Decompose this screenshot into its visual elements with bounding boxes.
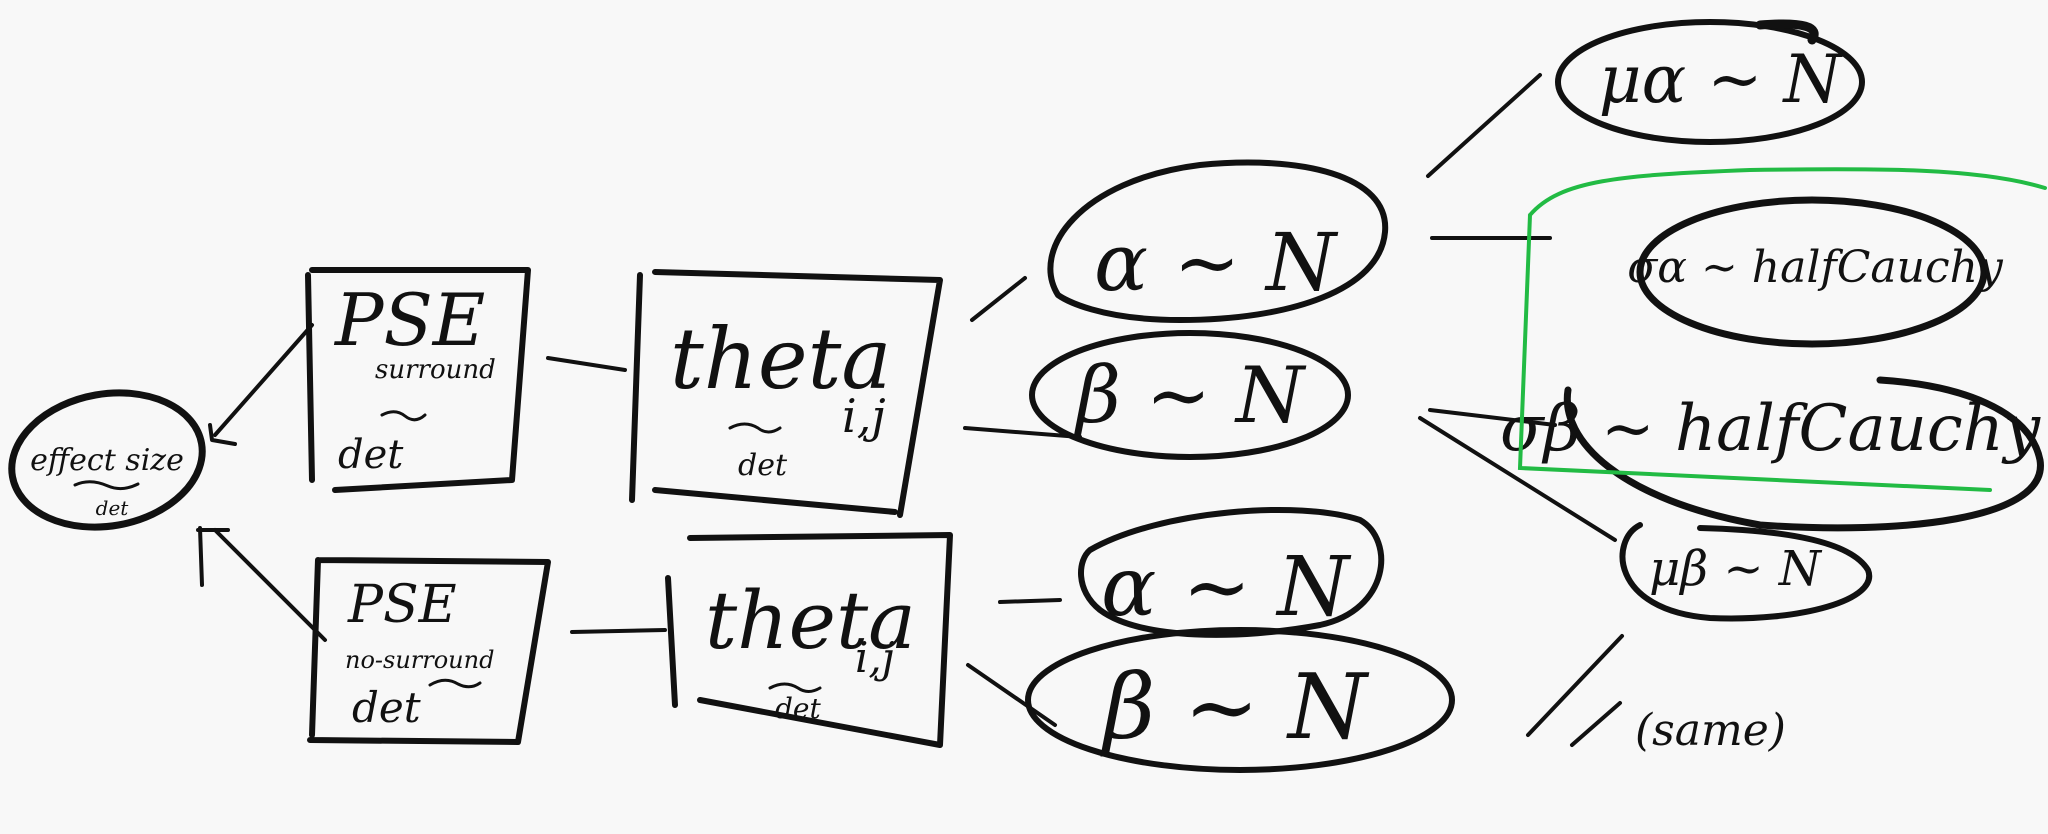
edge-theta-bottom-to-alpha [998, 598, 1062, 604]
arrowhead-top [208, 423, 237, 446]
beta-bottom-ellipse [1025, 627, 1455, 773]
beta-top-ellipse [1029, 330, 1351, 460]
theta-top-sub: det [738, 448, 788, 483]
pse-surround-node: PSE surround det [305, 267, 531, 493]
mu-beta-label: μβ ~ N [1649, 541, 1823, 597]
beta-top-node: β ~ N [1029, 330, 1351, 460]
pse-no-surround-note: no-surround [345, 646, 494, 674]
pse-no-surround-sub: det [352, 683, 421, 732]
mu-alpha-label: μα ~ N [1599, 41, 1844, 118]
alpha-bottom-ellipse [1078, 507, 1385, 638]
theta-top-index: i,j [842, 389, 886, 443]
alpha-top-label: α ~ N [1094, 216, 1339, 309]
edge-theta-top-to-alpha [970, 276, 1027, 322]
edge-pse-nosurround-to-effect [213, 528, 327, 642]
theta-bottom-box [665, 532, 953, 748]
beta-bottom-node: β ~ N [1025, 627, 1455, 773]
alpha-bottom-node: α ~ N [1078, 507, 1385, 638]
edge-pse-surround-to-theta [546, 356, 627, 372]
edge-same-lower [1570, 701, 1622, 747]
edge-theta-top-to-beta [963, 426, 1082, 439]
beta-bottom-label: β ~ N [1100, 655, 1370, 760]
mu-alpha-ellipse [1555, 19, 1865, 145]
effect-size-node: effect size det [8, 389, 206, 531]
theta-top-node: theta i,j det [629, 269, 943, 518]
edge-pse-nosurround-to-theta [570, 628, 667, 634]
pse-surround-sub: det [338, 432, 404, 478]
beta-top-label: β ~ N [1073, 351, 1307, 441]
edge-pse-surround-to-effect [213, 323, 314, 437]
edge-beta-to-sigma-beta [1428, 408, 1557, 427]
effect-size-label: effect size [30, 443, 184, 478]
theta-bottom-index: i,j [855, 633, 895, 682]
pse-no-surround-node: PSE no-surround det [307, 557, 551, 745]
pse-surround-box [305, 267, 531, 493]
mu-beta-node: μβ ~ N [1619, 522, 1873, 622]
sigma-alpha-node: σα ~ halfCauchy [1627, 196, 2004, 348]
sigma-beta-label: σβ ~ halfCauchy [1500, 392, 2041, 466]
theta-bottom-label: theta [705, 574, 916, 667]
edge-theta-bottom-to-beta [966, 663, 1057, 727]
theta-bottom-sub: det [775, 692, 821, 725]
edge-alpha-to-mu-alpha [1426, 73, 1542, 178]
theta-top-box [629, 269, 943, 518]
variance-highlight-box [1517, 167, 2047, 492]
theta-bottom-node: theta i,j det [665, 532, 953, 748]
same-note-label: (same) [1635, 705, 1786, 756]
alpha-top-node: α ~ N [1047, 159, 1389, 323]
mu-beta-ellipse [1619, 522, 1873, 622]
theta-top-label: theta [670, 310, 891, 408]
sigma-beta-ellipse [1563, 376, 2044, 532]
arrowhead-bottom [196, 526, 230, 587]
pse-surround-label: PSE [333, 278, 485, 362]
sigma-alpha-ellipse [1636, 196, 1988, 348]
effect-size-ellipse [8, 389, 206, 531]
same-note-node: (same) [1635, 705, 1786, 756]
pse-surround-note: surround [375, 355, 496, 385]
pse-no-surround-box [307, 557, 551, 745]
edge-beta-to-mu-beta [1418, 416, 1617, 542]
edge-same-upper [1526, 634, 1624, 737]
pse-no-surround-label: PSE [347, 575, 457, 635]
effect-size-sub: det [96, 496, 130, 520]
mu-alpha-node: μα ~ N [1555, 19, 1865, 145]
alpha-bottom-label: α ~ N [1101, 540, 1352, 635]
sigma-beta-node: σβ ~ halfCauchy [1500, 376, 2044, 532]
alpha-top-ellipse [1047, 159, 1389, 323]
sigma-alpha-label: σα ~ halfCauchy [1627, 242, 2004, 293]
